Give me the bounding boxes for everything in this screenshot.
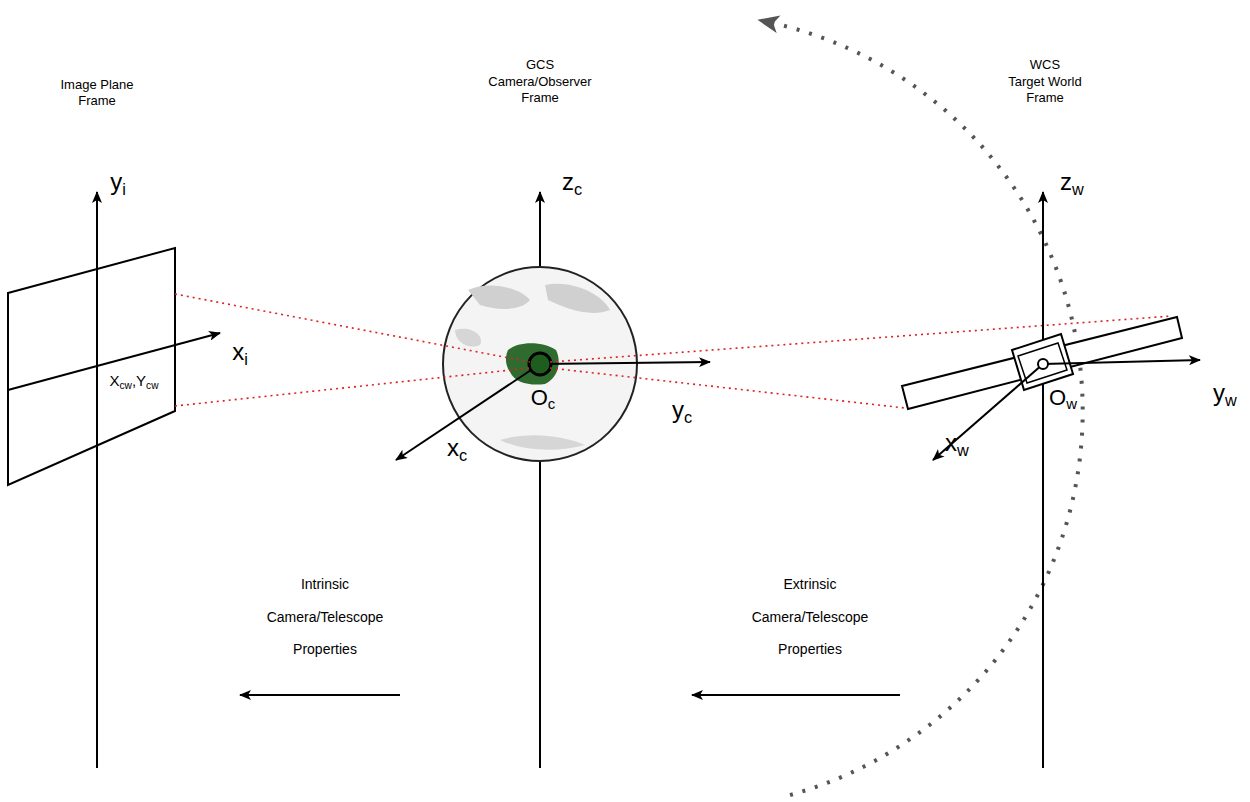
axis-label: zc [562, 168, 582, 196]
xw-axis [933, 364, 1043, 460]
point-label: Xcw,Ycw [107, 372, 160, 389]
axis-label: yi [110, 168, 126, 196]
origin-label: Ow [1049, 385, 1077, 410]
axis-label: xw [945, 429, 969, 457]
xc-axis [396, 364, 540, 460]
axis-label: yw [1213, 379, 1237, 407]
target-origin [1038, 359, 1048, 369]
zw-axis [1042, 192, 1044, 768]
yw-axis [1043, 360, 1200, 364]
orbit-arc [768, 22, 1083, 795]
projection-lines [175, 294, 1172, 408]
image-plane-midline [8, 366, 97, 390]
origin-label: Oc [531, 385, 556, 410]
xi-axis [97, 333, 220, 366]
image-plane [8, 248, 175, 485]
axis-label: zw [1060, 168, 1084, 196]
yi-axis [96, 192, 98, 768]
axis-label: xi [232, 338, 248, 366]
extrinsic-arrow [692, 694, 900, 696]
axis-label: yc [672, 396, 692, 424]
frame-title: GCS Camera/Observer Frame [488, 57, 591, 108]
frame-title: Image Plane Frame [61, 77, 134, 110]
intrinsic-arrow [240, 694, 400, 696]
observer-origin [529, 353, 551, 375]
frame-title: WCS Target World Frame [1008, 57, 1081, 108]
axis-label: xc [447, 434, 467, 462]
yc-axis [540, 362, 710, 364]
satellite [902, 317, 1182, 409]
transform-label: Intrinsic Camera/Telescope Properties [267, 568, 384, 667]
transform-label: Extrinsic Camera/Telescope Properties [752, 568, 869, 667]
